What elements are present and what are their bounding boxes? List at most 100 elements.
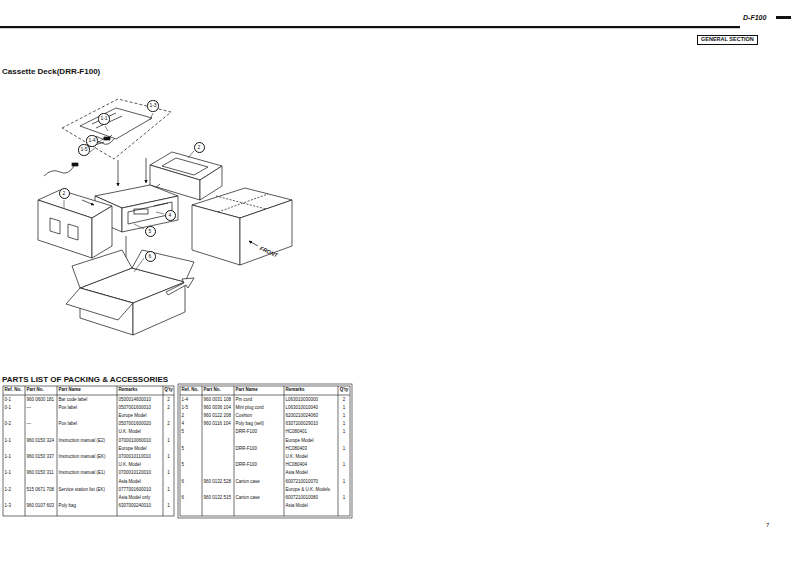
table-cell: Poly bag [59, 504, 77, 509]
table-cell: Asia Model [286, 471, 308, 476]
table-cell: 960 0031 108 [204, 398, 232, 403]
table-cell: Instruction manual (E2) [59, 439, 106, 444]
table-cell: Asia Model only [119, 496, 151, 501]
table-cell: Poly bag (sell) [236, 422, 265, 427]
table-cell: 960 0150 337 [27, 455, 55, 460]
node-text: 5 [149, 229, 152, 234]
table-cell: Asia Model [286, 504, 308, 509]
table-cell: 0-1 [5, 406, 12, 411]
table-cell: 1-5 [182, 406, 189, 411]
table-cell: 5 [182, 463, 185, 468]
table-cell: Carton case [236, 480, 260, 485]
table-cell: 6 [182, 496, 185, 501]
table-cell: Pos label [59, 406, 78, 411]
table-cell: 4 [182, 422, 185, 427]
table-cell: 0507001600010 [119, 406, 152, 411]
table-cell: Instruction manual (E1) [59, 471, 106, 476]
table-header: Remarks [119, 388, 138, 393]
table-cell: 960 0107 603 [27, 504, 55, 509]
table-cell: 6007210010080 [286, 496, 319, 501]
table-cell: U.K. Model [119, 463, 141, 468]
table-cell: 1 [167, 455, 170, 460]
table-cell: 960 0122 208 [204, 414, 232, 419]
table-cell: 960 0036 104 [204, 406, 232, 411]
table-cell: 1 [343, 422, 346, 427]
table-cell: Pin cord [236, 398, 253, 403]
node-text: 2 [63, 191, 66, 196]
table-cell: Service station list (EK) [59, 488, 106, 493]
table-cell: 1-1 [5, 471, 12, 476]
table-cell: DRR-F100 [236, 447, 258, 452]
table-cell: 6007210010070 [286, 480, 319, 485]
callout-number: 1-5 [78, 144, 89, 155]
node-text: GENERAL SECTION [701, 37, 754, 43]
callout-number: 2 [59, 188, 70, 199]
table-cell: 2 [167, 406, 170, 411]
node-text: 1-5 [80, 147, 87, 152]
table-cell: 6200210024060 [286, 414, 319, 419]
table-cell: Instruction manual (EK) [59, 455, 106, 460]
header-rule [0, 16, 791, 28]
model-header: D-F100 [743, 14, 766, 21]
table-cell: 1-4 [182, 398, 189, 403]
table-cell: 960 0150 324 [27, 439, 55, 444]
table-cell: 960 0132 528 [204, 480, 232, 485]
node-text: 1-1 [100, 116, 107, 121]
parts-table-grid [3, 384, 352, 518]
table-header: Q'ty [340, 388, 349, 393]
table-cell: 1 [343, 496, 346, 501]
table-cell: Bar code label [59, 398, 88, 403]
table-cell: HC080404 [286, 463, 308, 468]
table-cell: 0-2 [5, 422, 12, 427]
table-header: Part No. [27, 388, 44, 393]
table-cell: 0777001600010 [119, 488, 152, 493]
table-cell: 1-1 [5, 439, 12, 444]
table-cell: 5 [182, 430, 185, 435]
table-cell: 960 0132 515 [204, 496, 232, 501]
table-cell: U.K. Model [119, 430, 141, 435]
callout-number: 5 [145, 226, 156, 237]
exploded-view [38, 99, 292, 335]
callout-number: 4 [165, 210, 176, 221]
table-cell: 960 0150 311 [27, 471, 54, 476]
node-text: 4 [169, 213, 172, 218]
page-number: 7 [766, 522, 769, 528]
table-header: Part Name [59, 388, 81, 393]
table-cell: 1 [167, 504, 170, 509]
callout-number: 1-1 [98, 113, 109, 124]
table-cell: 1 [167, 488, 170, 493]
table-header: Ref. No. [182, 388, 199, 393]
table-cell: Carton case [236, 496, 260, 501]
table-cell: Europe Model [119, 447, 147, 452]
callout-leaders [64, 113, 194, 272]
table-header: Ref. No. [5, 388, 22, 393]
table-cell: 1 [343, 480, 346, 485]
table-cell: Europe Model [286, 439, 314, 444]
table-header: Part Name [236, 388, 258, 393]
table-cell: Europe Model [119, 414, 147, 419]
table-cell: 6307000240010 [119, 504, 152, 509]
table-cell: L063010010040 [286, 406, 319, 411]
table-cell: 960 0600 181 [27, 398, 55, 403]
table-cell: HC080403 [286, 447, 308, 452]
table-cell: 0500014600010 [119, 398, 152, 403]
table-cell: 0-1 [5, 398, 12, 403]
table-cell: 0507001600020 [119, 422, 152, 427]
table-cell: 1 [167, 471, 170, 476]
table-cell: 1 [343, 430, 346, 435]
table-cell: Pos label [59, 422, 78, 427]
node-text: 6 [149, 254, 152, 259]
table-cell: 0700010110010 [119, 455, 151, 460]
table-cell: 2 [167, 422, 170, 427]
table-cell: DRR-F100 [236, 463, 258, 468]
callout-number: 6 [145, 251, 156, 262]
table-cell: 2 [167, 398, 170, 403]
table-cell: 2 [182, 414, 185, 419]
table-cell: 1-2 [5, 488, 12, 493]
table-cell: Asia Model [119, 480, 141, 485]
table-cell: 1-3 [5, 504, 12, 509]
table-cell: 1 [343, 447, 346, 452]
table-cell: — [27, 422, 32, 427]
table-cell: 1 [343, 463, 346, 468]
table-cell: DRR-F100 [236, 430, 258, 435]
